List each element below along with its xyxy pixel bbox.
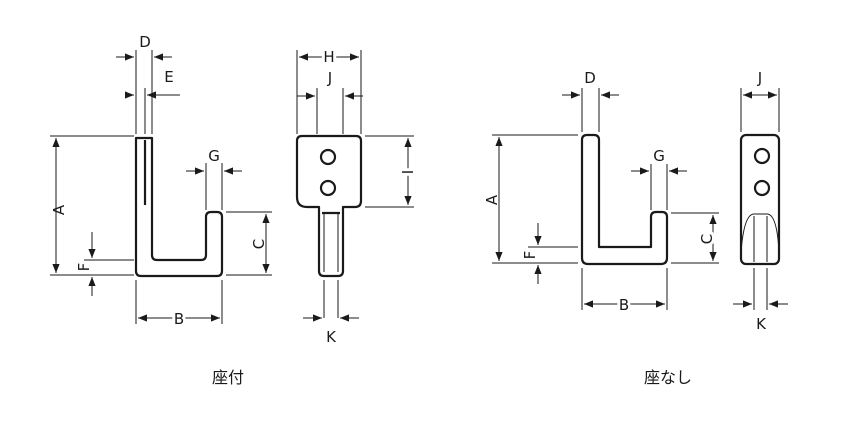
dim-label-j-nb: J: [757, 69, 762, 87]
hook-with-base-front-view: A F D E G C B: [50, 33, 272, 331]
dim-label-e: E: [164, 68, 173, 86]
dim-label-b: B: [174, 310, 184, 328]
hook-without-base-side-view: J K: [733, 69, 788, 333]
mounting-hole-bottom: [319, 179, 337, 197]
dim-label-j: J: [327, 69, 332, 87]
hook-body-outline: [134, 136, 224, 278]
dim-label-f-nb: F: [521, 251, 539, 260]
hook-with-base-side-view: H J I K: [295, 45, 420, 346]
dim-label-i: I: [399, 170, 417, 174]
dim-label-d-nb: D: [584, 69, 596, 87]
dim-label-b-nb: B: [619, 296, 629, 314]
caption-without-base: 座なし: [644, 368, 692, 387]
dim-label-c-nb: C: [698, 234, 716, 244]
hook-without-base-front-view: A F D G C B: [483, 69, 719, 317]
dim-label-g: G: [208, 147, 220, 165]
dim-label-k: K: [326, 328, 337, 346]
dim-label-k-nb: K: [756, 315, 767, 333]
base-plate-outline: [295, 134, 363, 278]
caption-with-base: 座付: [212, 368, 244, 387]
hook-tip-curve: [740, 213, 780, 253]
dim-label-a-nb: A: [483, 194, 501, 205]
mounting-hole-top: [319, 148, 337, 166]
dim-label-f: F: [75, 263, 93, 272]
dim-label-d: D: [139, 33, 151, 51]
dim-label-a: A: [50, 204, 68, 215]
dim-label-g-nb: G: [653, 147, 665, 165]
side-body-outline: [739, 133, 781, 266]
mounting-hole-top-nb: [753, 147, 771, 165]
hook-body-outline-no-base: [580, 133, 669, 266]
dim-label-c: C: [250, 239, 268, 249]
mounting-hole-bottom-nb: [753, 179, 771, 197]
dim-label-h: H: [323, 48, 334, 66]
